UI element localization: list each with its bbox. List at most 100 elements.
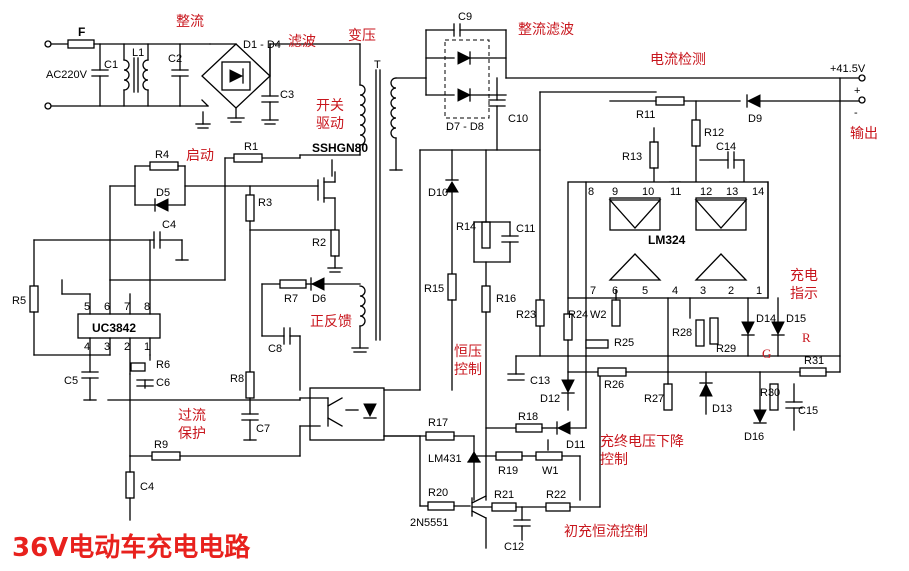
label-r1: R1 bbox=[244, 141, 258, 153]
lm324-block bbox=[567, 181, 769, 299]
label-r5: R5 bbox=[12, 295, 26, 307]
pin-label: 7 bbox=[124, 301, 130, 313]
label-c3: C3 bbox=[280, 89, 294, 101]
label-d10: D10 bbox=[428, 187, 448, 199]
label-r3: R3 bbox=[258, 197, 272, 209]
label-d13: D13 bbox=[712, 403, 732, 415]
ann-overcurrent-1: 过流 bbox=[178, 408, 206, 424]
label-r14: R14 bbox=[456, 221, 476, 233]
pin-label: 8 bbox=[588, 186, 594, 198]
label-c10: C10 bbox=[508, 113, 528, 125]
ann-const-v-1: 恒压 bbox=[454, 344, 482, 360]
label-r31: R31 bbox=[804, 355, 824, 367]
switch-driver bbox=[33, 153, 361, 375]
label-r17: R17 bbox=[428, 417, 448, 429]
pin-label: 5 bbox=[84, 301, 90, 313]
pin-label: 2 bbox=[728, 285, 734, 297]
label-r9: R9 bbox=[154, 439, 168, 451]
pin-label: 9 bbox=[612, 186, 618, 198]
ann-current-detect: 电流检测 bbox=[650, 52, 706, 68]
label-c1: C1 bbox=[104, 59, 118, 71]
optocoupler bbox=[299, 149, 421, 441]
pin-label: 4 bbox=[672, 285, 678, 297]
label-r23: R23 bbox=[516, 309, 536, 321]
ann-switch-drive-2: 驱动 bbox=[316, 116, 344, 132]
label-r26: R26 bbox=[604, 379, 624, 391]
ann-end-v-2: 控制 bbox=[600, 452, 628, 468]
label-f: F bbox=[78, 25, 85, 39]
label-w1: W1 bbox=[542, 465, 559, 477]
label-r19: R19 bbox=[498, 465, 518, 477]
label-c4b: C4 bbox=[140, 481, 154, 493]
positive-feedback bbox=[261, 277, 369, 353]
label-c13: C13 bbox=[530, 375, 550, 387]
label-r21: R21 bbox=[494, 489, 514, 501]
label-led-r: R bbox=[802, 330, 811, 345]
label-q: 2N5551 bbox=[410, 517, 449, 529]
label-d5: D5 bbox=[156, 187, 170, 199]
label-c14: C14 bbox=[716, 141, 736, 153]
label-r15: R15 bbox=[424, 283, 444, 295]
label-d14: D14 bbox=[756, 313, 776, 325]
label-r18: R18 bbox=[518, 411, 538, 423]
label-lm431: LM431 bbox=[428, 453, 462, 465]
label-d16: D16 bbox=[744, 431, 764, 443]
ann-end-v-1: 充终电压下降 bbox=[600, 434, 684, 450]
label-r20: R20 bbox=[428, 487, 448, 499]
label-c5: C5 bbox=[64, 375, 78, 387]
label-r30: R30 bbox=[760, 387, 780, 399]
label-c12: C12 bbox=[504, 541, 524, 553]
label-out-minus: - bbox=[854, 107, 858, 119]
label-r24: R24 bbox=[568, 309, 588, 321]
label-d12: D12 bbox=[540, 393, 560, 405]
pin-label: 3 bbox=[700, 285, 706, 297]
pin-label: 4 bbox=[84, 341, 90, 353]
label-r27: R27 bbox=[644, 393, 664, 405]
label-uc3842: UC3842 bbox=[92, 321, 136, 335]
label-w2: W2 bbox=[590, 309, 607, 321]
ann-overcurrent-2: 保护 bbox=[178, 426, 206, 442]
ann-pos-feedback: 正反馈 bbox=[310, 314, 352, 330]
label-d7d8: D7 - D8 bbox=[446, 121, 484, 133]
label-bridge: D1 - D4 bbox=[243, 39, 281, 51]
label-r7: R7 bbox=[284, 293, 298, 305]
pin-label: 10 bbox=[642, 186, 654, 198]
input-section bbox=[44, 39, 237, 110]
pin-label: 3 bbox=[104, 341, 110, 353]
label-t: T bbox=[374, 59, 381, 71]
ann-charge-ind-1: 充电 bbox=[790, 268, 818, 284]
label-r8: R8 bbox=[230, 373, 244, 385]
pin-label: 6 bbox=[104, 301, 110, 313]
label-led-g: G bbox=[762, 346, 771, 361]
label-r13: R13 bbox=[622, 151, 642, 163]
ann-transformer: 变压 bbox=[348, 28, 376, 44]
pin-label: 11 bbox=[670, 186, 681, 198]
label-lm324: LM324 bbox=[648, 233, 686, 247]
ann-filter: 滤波 bbox=[288, 34, 316, 50]
label-r16: R16 bbox=[496, 293, 516, 305]
label-c9: C9 bbox=[458, 11, 472, 23]
label-c8: C8 bbox=[268, 343, 282, 355]
pin-label: 5 bbox=[642, 285, 648, 297]
pin-label: 6 bbox=[612, 285, 618, 297]
pin-label: 7 bbox=[590, 285, 596, 297]
label-d15: D15 bbox=[786, 313, 806, 325]
charge-indicator bbox=[507, 289, 841, 431]
output-rectifier bbox=[419, 23, 861, 151]
pin-label: 14 bbox=[752, 186, 764, 198]
uc3842-block bbox=[29, 239, 301, 457]
label-c11: C11 bbox=[516, 223, 535, 235]
voltage-feedback bbox=[383, 149, 601, 549]
ann-rect-filter: 整流滤波 bbox=[518, 22, 574, 38]
ann-charge-ind-2: 指示 bbox=[790, 286, 818, 302]
label-r28: R28 bbox=[672, 327, 692, 339]
current-detect bbox=[539, 74, 866, 373]
label-r4: R4 bbox=[155, 149, 169, 161]
function-annotations: 整流 滤波 变压 整流滤波 电流检测 开关 驱动 启动 正反馈 过流 保护 恒压… bbox=[176, 14, 878, 540]
pin-label: 2 bbox=[124, 341, 130, 353]
label-d11: D11 bbox=[566, 439, 585, 451]
transformer bbox=[359, 43, 427, 341]
label-c7: C7 bbox=[256, 423, 270, 435]
label-out-plus: + bbox=[854, 85, 860, 97]
pin-label: 12 bbox=[700, 186, 712, 198]
